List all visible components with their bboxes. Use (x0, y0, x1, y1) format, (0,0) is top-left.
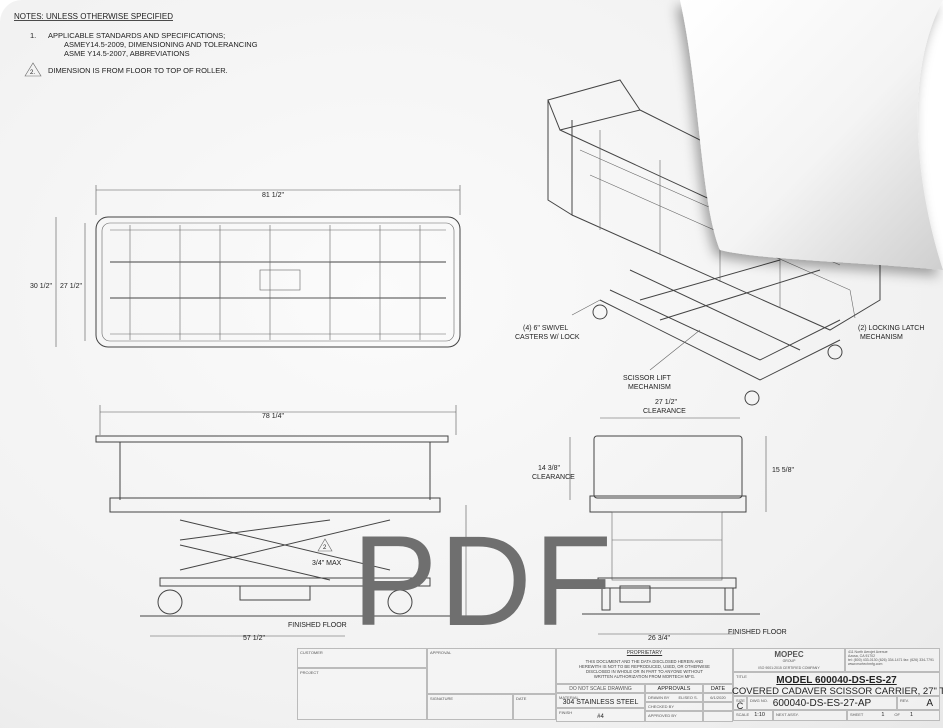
iso-cert: ISO 9001:2015 CERTIFIED COMPANY (758, 666, 820, 670)
size-value: C (736, 701, 744, 711)
material-label: MATERIAL (559, 695, 579, 700)
scale-field: SCALE 1:10 (733, 710, 773, 721)
contact-info: tel: (800) 433-0130 (626) 334-1471 fax: … (848, 658, 935, 666)
project-label: PROJECT (300, 670, 319, 675)
note-1-line1: APPLICABLE STANDARDS AND SPECIFICATIONS; (48, 31, 225, 40)
triangle-flag-icon (24, 62, 42, 77)
finish-value: #4 (597, 714, 604, 720)
pdf-watermark: PDF (352, 510, 614, 653)
drawing-number: 600040-DS-ES-27-AP (772, 698, 872, 709)
callout-latch-line1: (2) LOCKING LATCH (858, 325, 924, 332)
finish-label: FINISH (559, 710, 573, 715)
sheet-field: SHEET 1 OF 1 (847, 710, 940, 721)
approved-date (703, 711, 733, 722)
size-label: SIZE (736, 698, 745, 703)
signature-label: SIGNATURE (430, 696, 454, 701)
dim-end-clearance-height-label: CLEARANCE (532, 474, 575, 481)
approvals-date-heading: DATE (703, 684, 733, 693)
approval-field: APPROVAL (427, 648, 556, 694)
finish-field: FINISH #4 (556, 708, 645, 722)
callout-scissor-line2: MECHANISM (628, 384, 671, 391)
date-field: DATE (513, 694, 556, 720)
proprietary-notice: PROPRIETARY THIS DOCUMENT AND THE DATA D… (556, 648, 733, 684)
page-curl (680, 0, 943, 270)
model-title: MODEL 600040-DS-ES-27 (776, 675, 897, 686)
project-field: PROJECT (297, 668, 427, 720)
proprietary-text: THIS DOCUMENT AND THE DATA DISCLOSED HER… (579, 659, 710, 679)
callout-finished-floor-side: FINISHED FLOOR (288, 622, 347, 629)
title-field: TITLE MODEL 600040-DS-ES-27 COVERED CADA… (732, 672, 943, 697)
title-label: TITLE (736, 674, 747, 679)
dim-end-height: 15 5/8" (772, 467, 794, 474)
customer-field: CUSTOMER (297, 648, 427, 668)
scale-value: 1:10 (754, 712, 765, 718)
approvals-heading: APPROVALS (645, 684, 703, 693)
callout-finished-floor-end: FINISHED FLOOR (728, 629, 787, 636)
customer-label: CUSTOMER (300, 650, 323, 655)
note-2-number: 2. (30, 70, 35, 76)
date-label: DATE (516, 696, 527, 701)
dim-end-clearance-width: 27 1/2" (655, 399, 677, 406)
of-label: OF (894, 712, 900, 717)
dwg-label: DWG NO. (750, 698, 768, 703)
note-2-text: DIMENSION IS FROM FLOOR TO TOP OF ROLLER… (48, 66, 228, 75)
sheet-value: 1 (881, 712, 885, 718)
address-line2: Azusa, CA 91702 (848, 654, 876, 658)
dim-end-base: 26 3/4" (648, 635, 670, 642)
next-assy-label: NEXT ASSY. (773, 710, 847, 721)
scale-label: SCALE (736, 712, 750, 717)
side-view: 78 1/4" 57 1/2" 2 3/4" MAX FINISHED FLOO… (95, 405, 470, 642)
revision-value: A (926, 698, 933, 709)
end-view: 27 1/2" CLEARANCE 26 3/4" 14 3/8" CLEARA… (532, 399, 794, 642)
company-name: MOPEC (774, 650, 804, 659)
callout-latch-line2: MECHANISM (860, 334, 903, 341)
drawn-date: 6/1/2020 (703, 693, 733, 702)
dim-end-clearance-height: 14 3/8" (538, 465, 560, 472)
dim-base-length: 57 1/2" (243, 635, 265, 642)
material-value: 304 STAINLESS STEEL (562, 699, 639, 706)
dim-side-length: 78 1/4" (262, 413, 284, 420)
revision-field: REV. A (897, 696, 940, 710)
address-line1: 411 North Aerojet Avenue (848, 650, 888, 654)
drawn-by-field: DRAWN BY ELISEO S. (645, 693, 703, 702)
checked-date (703, 702, 733, 711)
company-sub: GROUP (782, 659, 796, 663)
approved-by-label: APPROVED BY (645, 711, 703, 722)
top-view: 81 1/2" 30 1/2" 27 1/2" (30, 185, 461, 348)
callout-casters-line1: (4) 6" SWIVEL (523, 325, 568, 332)
dim-flag: 2 (323, 545, 327, 551)
company-logo: MOPEC GROUP ISO 9001:2015 CERTIFIED COMP… (733, 648, 845, 672)
drawn-by-label: DRAWN BY (648, 695, 670, 700)
rev-label: REV. (900, 698, 909, 703)
triangle-flag-icon (317, 538, 333, 552)
dim-inner-depth: 27 1/2" (60, 283, 82, 290)
dim-outer-depth: 30 1/2" (30, 283, 52, 290)
sheet-total: 1 (909, 712, 914, 718)
signature-field: SIGNATURE (427, 694, 513, 720)
note-1-number: 1. (30, 31, 36, 40)
drawn-by-value: ELISEO S. (678, 695, 698, 700)
callout-casters-line2: CASTERS W/ LOCK (515, 334, 580, 341)
dim-top-width: 81 1/2" (262, 192, 284, 199)
dim-end-clearance-width-label: CLEARANCE (643, 408, 686, 415)
callout-scissor-line1: SCISSOR LIFT (623, 375, 672, 382)
drawing-description: COVERED CADAVER SCISSOR CARRIER, 27" TRA… (732, 686, 943, 697)
drawing-number-field: DWG NO. 600040-DS-ES-27-AP (747, 696, 897, 710)
do-not-scale: DO NOT SCALE DRAWING (556, 684, 645, 693)
notes-heading: NOTES: UNLESS OTHERWISE SPECIFIED (14, 12, 173, 21)
note-1-line2: ASMEY14.5-2009, DIMENSIONING AND TOLERAN… (64, 40, 258, 49)
note-1-line3: ASME Y14.5-2007, ABBREVIATIONS (64, 49, 190, 58)
checked-by-label: CHECKED BY (645, 702, 703, 711)
company-address: 411 North Aerojet Avenue Azusa, CA 91702… (845, 648, 940, 672)
sheet-label: SHEET (850, 712, 864, 717)
approval-label: APPROVAL (430, 650, 452, 655)
dim-max-height: 3/4" MAX (312, 560, 342, 567)
proprietary-heading: PROPRIETARY (626, 650, 663, 656)
